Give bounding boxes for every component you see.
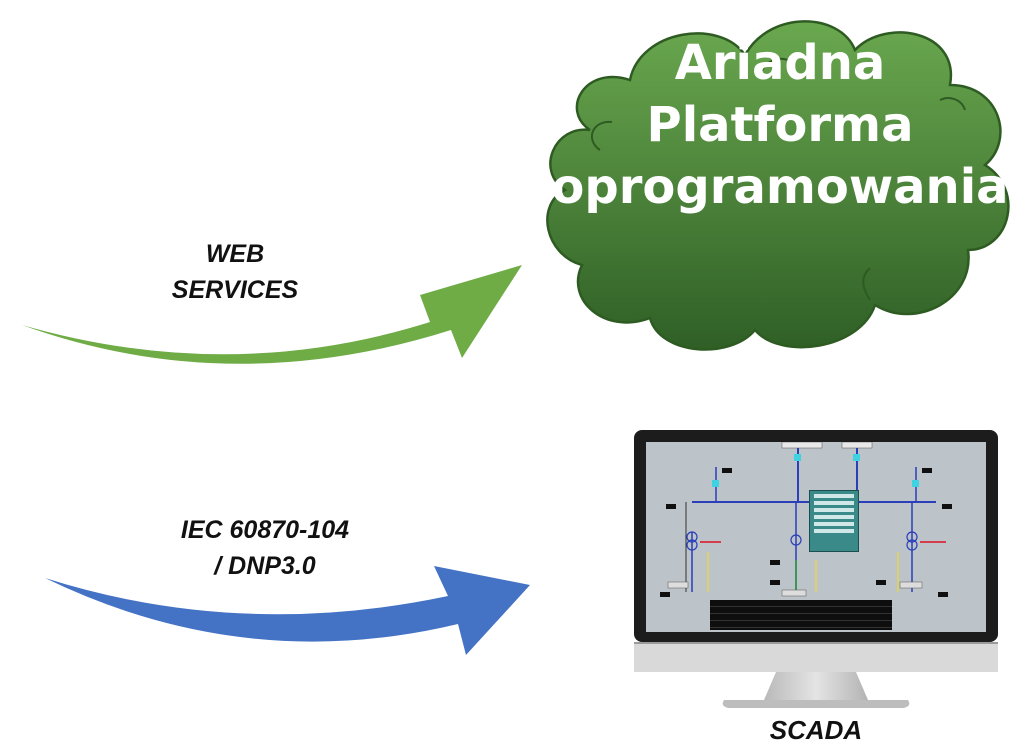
scada-screen bbox=[646, 442, 986, 632]
value-tag bbox=[660, 592, 670, 597]
value-tag bbox=[942, 504, 952, 509]
platform-cloud bbox=[546, 20, 1010, 351]
switch-indicator bbox=[794, 454, 801, 461]
switch-indicator bbox=[853, 454, 860, 461]
value-tag bbox=[876, 580, 886, 585]
value-tag bbox=[770, 580, 780, 585]
cloud-line-3: oprogramowania bbox=[551, 159, 1009, 215]
iec-dnp-label: IEC 60870-104 / DNP3.0 bbox=[180, 516, 350, 580]
value-tag bbox=[722, 468, 732, 473]
iec-dnp-arrow bbox=[45, 566, 530, 655]
value-tag bbox=[922, 468, 932, 473]
cloud-line-1: Ariadna bbox=[674, 35, 886, 91]
switch-indicator bbox=[712, 480, 719, 487]
control-panel bbox=[809, 490, 859, 552]
cloud-label: Ariadna Platforma oprogramowania bbox=[545, 32, 1015, 218]
value-tag bbox=[770, 560, 780, 565]
web-services-label: WEB SERVICES bbox=[171, 240, 299, 304]
web-services-arrow bbox=[22, 265, 522, 364]
value-tag bbox=[666, 504, 676, 509]
value-tag bbox=[938, 592, 948, 597]
switch-indicator bbox=[912, 480, 919, 487]
scada-label: SCADA bbox=[769, 715, 863, 745]
cloud-line-2: Platforma bbox=[646, 97, 914, 153]
event-log bbox=[710, 600, 892, 630]
